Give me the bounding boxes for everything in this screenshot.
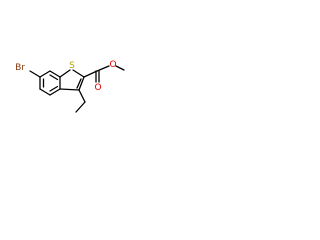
- bond-c10-s: [59, 69, 71, 78]
- bond-ethyl-ch2-ch3: [75, 101, 86, 113]
- bond-c2-c3: [78, 76, 85, 91]
- bond-ester-o-methyl: [115, 65, 125, 71]
- sulfur-atom-label: S: [69, 61, 75, 71]
- atom-labels: Br S O O: [15, 60, 116, 93]
- bond-c11-c12-inner: [49, 85, 59, 92]
- bond-c2-carbonyl: [83, 70, 98, 78]
- bond-c2-c3-inner: [76, 78, 82, 89]
- bond-c12-c8: [39, 88, 51, 96]
- carbonyl-oxygen-atom-label: O: [94, 83, 101, 93]
- bond-lines: [29, 65, 125, 113]
- bromine-atom-label: Br: [15, 63, 25, 73]
- bond-s-c2: [72, 69, 85, 78]
- bond-c9-c10-inner: [49, 74, 59, 81]
- bond-c3-c11: [59, 88, 80, 91]
- molecule-structure: Br S O O: [15, 60, 125, 113]
- bond-c9-c10: [49, 70, 61, 78]
- ester-oxygen-atom-label: O: [109, 60, 116, 70]
- bond-c11-c12: [49, 88, 61, 96]
- bond-carbonyl-ester-o: [96, 65, 110, 72]
- bond-c3-ethyl-ch2: [78, 89, 86, 103]
- bond-c7-br: [29, 70, 41, 78]
- bond-c7-c9: [39, 70, 51, 78]
